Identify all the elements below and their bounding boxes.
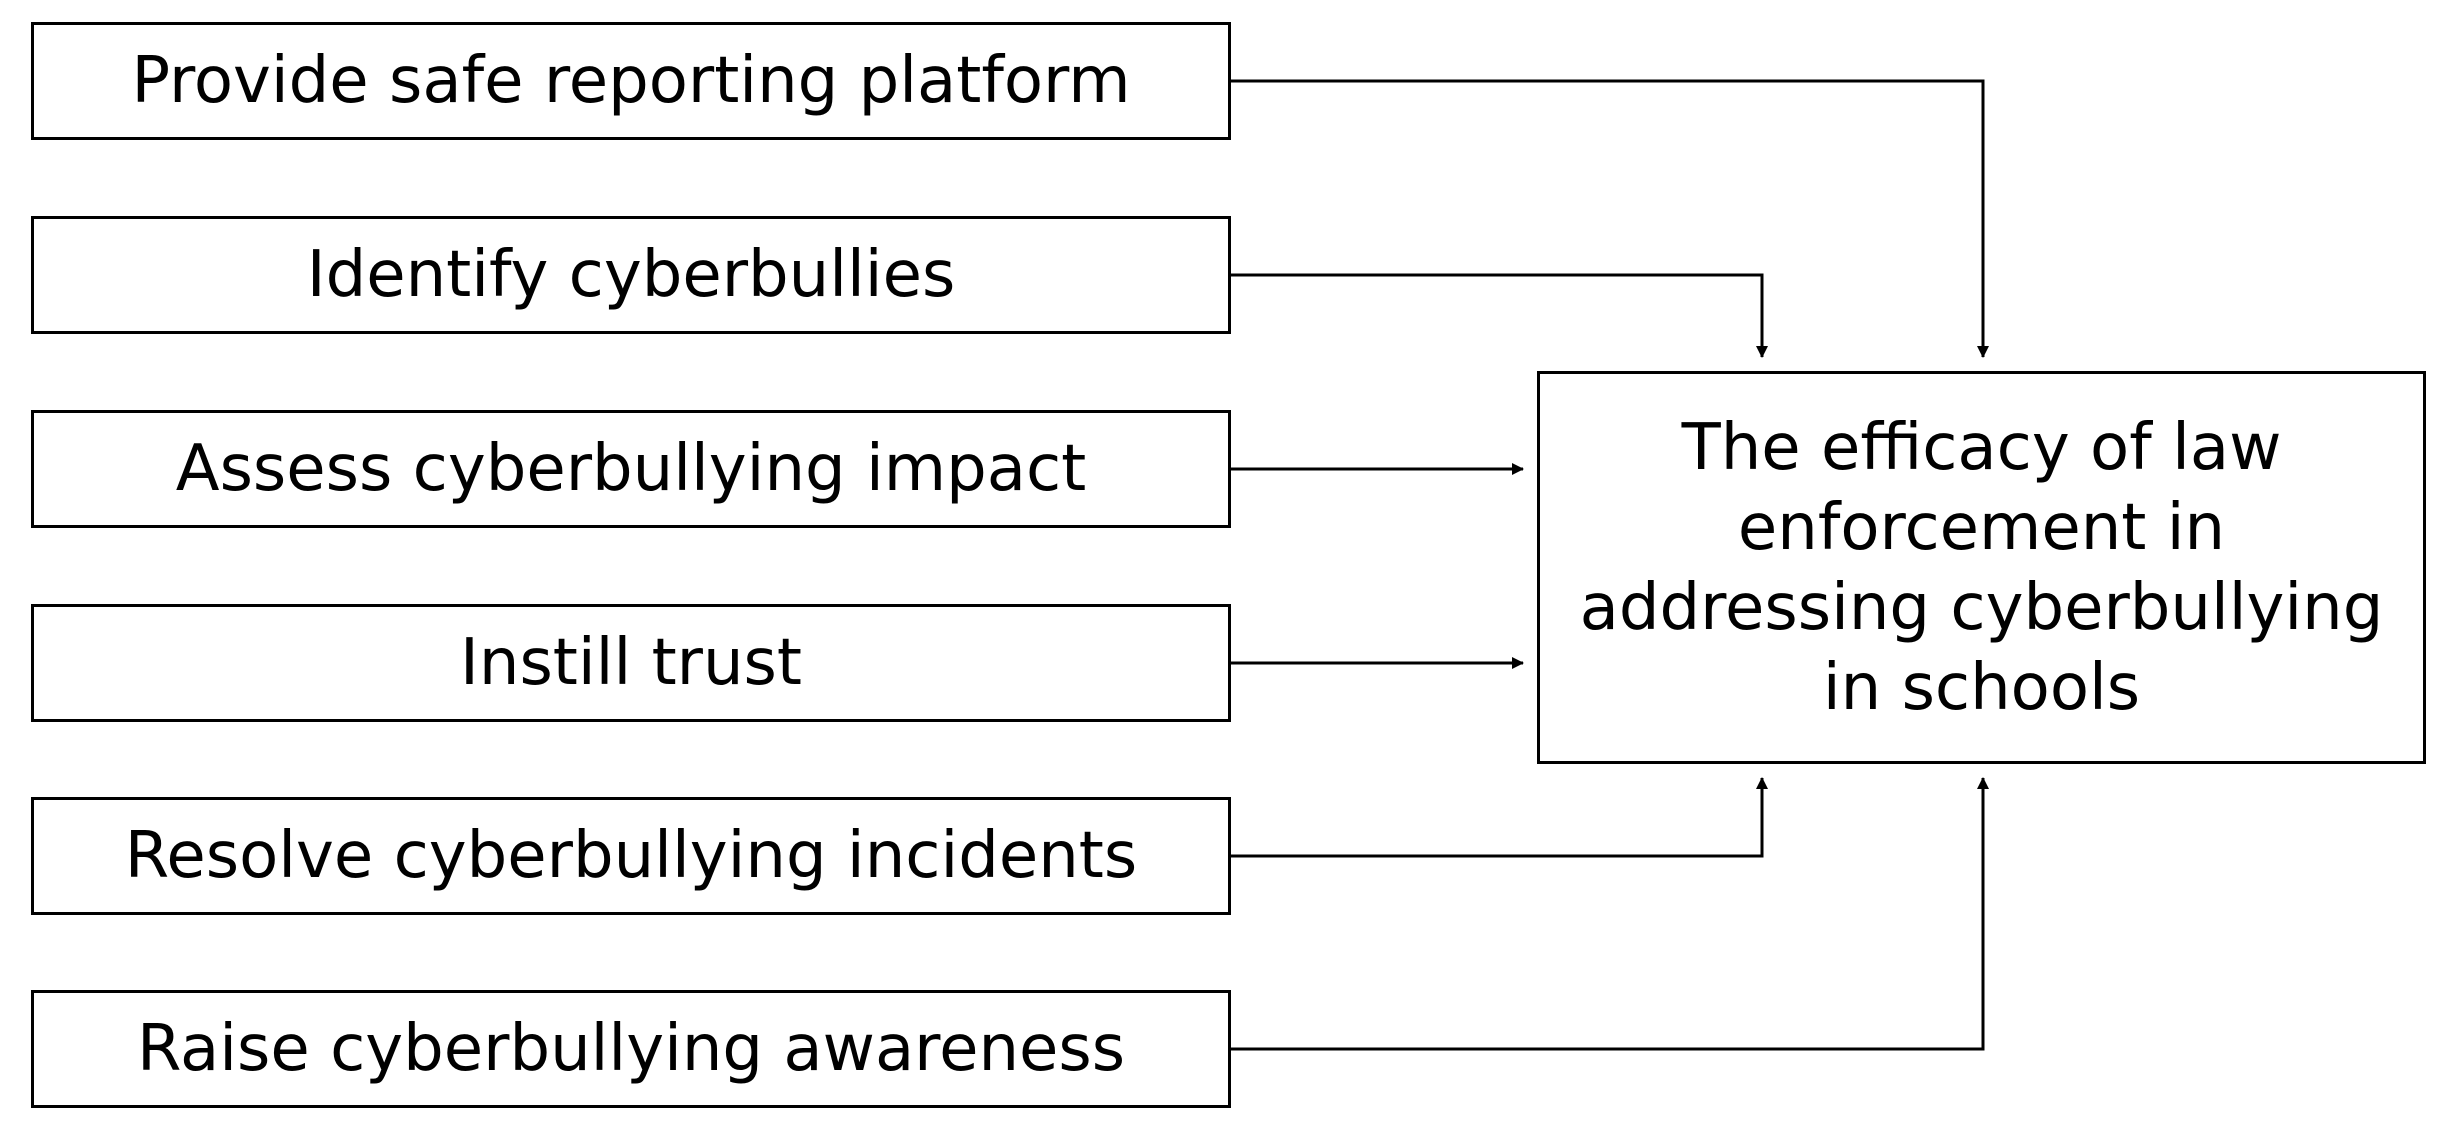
factor-box-resolve-cyberbullying-incidents: Resolve cyberbullying incidents <box>31 797 1231 915</box>
outcome-line: The efficacy of law <box>1681 410 2282 485</box>
factor-box-identify-cyberbullies: Identify cyberbullies <box>31 216 1231 334</box>
connector-provide-safe-reporting-platform <box>1231 79 1989 358</box>
outcome-line: in schools <box>1822 650 2141 725</box>
factor-box-assess-cyberbullying-impact: Assess cyberbullying impact <box>31 410 1231 528</box>
factor-label: Raise cyberbullying awareness <box>136 1012 1126 1086</box>
connector-resolve-cyberbullying-incidents <box>1231 777 1768 858</box>
factor-box-raise-cyberbullying-awareness: Raise cyberbullying awareness <box>31 990 1231 1108</box>
connector-identify-cyberbullies <box>1231 273 1768 358</box>
factor-label: Resolve cyberbullying incidents <box>124 819 1138 893</box>
factor-label: Identify cyberbullies <box>306 238 956 312</box>
outcome-text: The efficacy of law enforcement in addre… <box>1580 408 2384 728</box>
factor-box-provide-safe-reporting-platform: Provide safe reporting platform <box>31 22 1231 140</box>
outcome-line: addressing cyberbullying <box>1579 570 2384 645</box>
factor-label: Provide safe reporting platform <box>131 44 1131 118</box>
factor-label: Assess cyberbullying impact <box>175 432 1087 506</box>
factor-box-instill-trust: Instill trust <box>31 604 1231 722</box>
outcome-line: enforcement in <box>1737 490 2226 565</box>
outcome-box: The efficacy of law enforcement in addre… <box>1537 371 2426 764</box>
connector-raise-cyberbullying-awareness <box>1231 777 1989 1051</box>
factor-label: Instill trust <box>460 626 802 700</box>
